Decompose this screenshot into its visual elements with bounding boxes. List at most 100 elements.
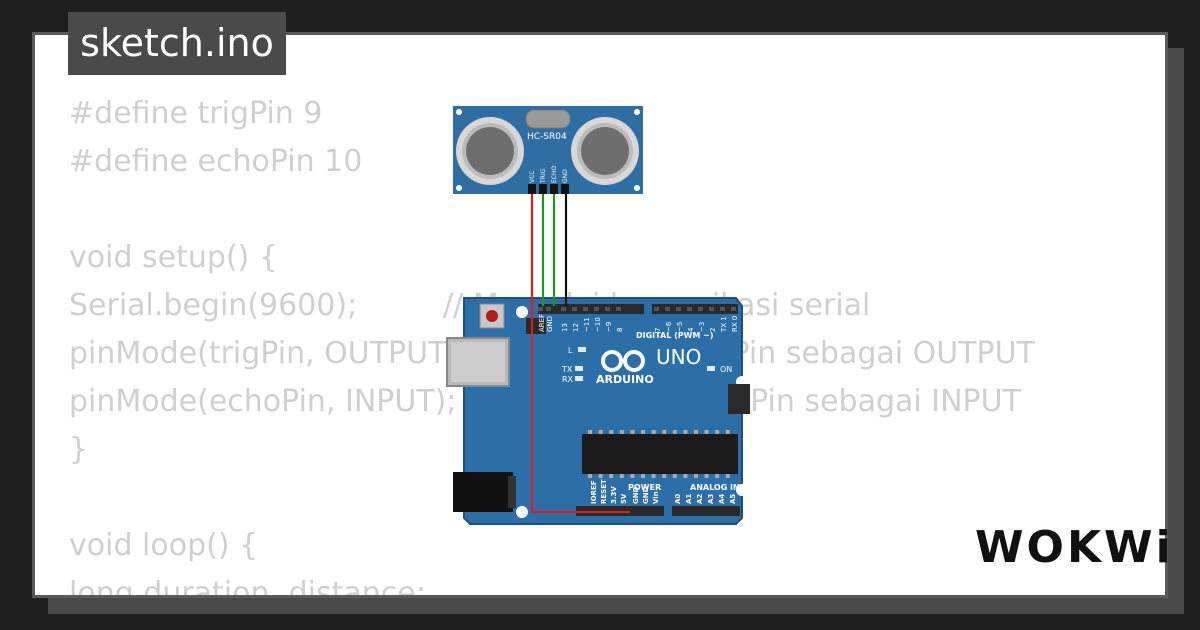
pin-label-gnd: GND — [546, 316, 554, 332]
chip-pin — [619, 430, 624, 434]
pin-label-6: ~6 — [665, 321, 673, 332]
pin-label-aref: AREF — [538, 314, 546, 332]
power-label: POWER — [628, 483, 661, 492]
header-pin[interactable] — [583, 307, 588, 311]
pin-label-9: ~9 — [605, 322, 613, 332]
chip-pin — [630, 430, 635, 434]
code-line: long duration, distance; — [69, 576, 426, 598]
chip-pin — [725, 474, 730, 478]
digital-header-right — [652, 304, 738, 314]
power-pin-label: GND — [632, 486, 640, 504]
wires[interactable] — [530, 194, 630, 514]
chip-pin — [704, 430, 709, 434]
pin-label-7: 7 — [654, 328, 662, 332]
chip-pin — [588, 430, 592, 434]
analog-pin-label: A3 — [707, 494, 715, 504]
header-pin[interactable] — [546, 307, 551, 311]
chip-pin — [609, 430, 614, 434]
pin-label-rx0: RX 0 — [731, 316, 739, 332]
pin-label-10: ~10 — [594, 317, 602, 332]
chip-pin — [683, 474, 688, 478]
chip-pin — [683, 430, 688, 434]
header-pin[interactable] — [709, 307, 714, 311]
header-pin[interactable] — [561, 307, 566, 311]
power-pin-label: 5V — [620, 493, 628, 504]
pin-label-4: 4 — [687, 327, 695, 332]
sensor-model: HC-SR04 — [527, 132, 567, 142]
power-pin-label: RESET — [600, 479, 608, 504]
pin-label-13: 13 — [561, 323, 569, 332]
analog-pin-label: A5 — [729, 494, 737, 504]
pin-label-11: ~11 — [583, 317, 591, 332]
digital-header-left — [538, 304, 644, 314]
code-line: void setup() { — [69, 240, 278, 275]
power-pin-label: GND — [642, 486, 650, 504]
header-pin[interactable] — [676, 307, 681, 311]
chip-pin — [704, 474, 709, 478]
chip-pin — [725, 430, 730, 434]
pin-label-2: 2 — [709, 328, 717, 332]
code-line: #define echoPin 10 — [69, 144, 363, 179]
chip-pin — [598, 430, 603, 434]
analog-pin-label: A2 — [696, 494, 704, 504]
file-tab[interactable]: sketch.ino — [68, 12, 286, 75]
power-jack — [453, 472, 513, 512]
analog-header — [672, 506, 740, 516]
code-line: #define trigPin 9 — [69, 96, 323, 131]
chip-pin — [641, 474, 645, 478]
analog-pin-label: A0 — [674, 494, 682, 504]
pin-label-12: 12 — [572, 323, 580, 332]
chip-pin — [588, 474, 592, 478]
microcontroller-chip — [582, 434, 738, 474]
sensor-pin-trig — [539, 184, 547, 194]
chip-pin — [662, 430, 667, 434]
chip-pin — [694, 430, 698, 434]
power-pin-label: IOREF — [590, 480, 598, 504]
header-pin[interactable] — [687, 307, 692, 311]
chip-pin — [715, 474, 720, 478]
sensor-pin-gnd — [561, 184, 569, 194]
chip-pin — [651, 430, 656, 434]
chip-pin — [672, 474, 677, 478]
led-label-rx: RX — [562, 375, 574, 384]
sensor-pin-label: TRIG — [540, 168, 547, 184]
header-pin[interactable] — [698, 307, 703, 311]
header-pin[interactable] — [720, 307, 725, 311]
chip-pin — [609, 474, 614, 478]
chip-pin — [662, 474, 667, 478]
arduino-board[interactable]: DIGITAL (PWM ~) UNO ARDUINO POWER ANALOG… — [446, 297, 750, 525]
wokwi-logo: WOKWi — [975, 522, 1174, 573]
led-label-tx: TX — [561, 365, 573, 374]
power-pin-label: Vin — [652, 491, 660, 504]
chip-pin — [672, 430, 677, 434]
pin-label-tx1: TX 1 — [720, 316, 728, 333]
header-pin[interactable] — [572, 307, 577, 311]
chip-pin — [715, 430, 720, 434]
header-pin[interactable] — [605, 307, 610, 311]
sensor-pin-label: ECHO — [551, 166, 558, 183]
header-pin[interactable] — [731, 307, 736, 311]
analog-pin-label: A4 — [718, 494, 726, 504]
sensor-pin-vcc — [528, 184, 536, 194]
chip-pin — [651, 474, 656, 478]
led-label-on: ON — [720, 365, 732, 374]
led-label-l: L — [568, 346, 573, 355]
code-line: void loop() { — [69, 528, 259, 563]
sensor-pin-label: VCC — [529, 171, 536, 183]
board-brand: ARDUINO — [596, 373, 654, 386]
header-pin[interactable] — [594, 307, 599, 311]
analog-pin-label: A1 — [685, 494, 693, 504]
wire-vcc — [530, 194, 630, 514]
header-pin[interactable] — [654, 307, 659, 311]
chip-pin — [598, 474, 603, 478]
chip-pin — [630, 474, 635, 478]
header-pin[interactable] — [665, 307, 670, 311]
header-pin[interactable] — [616, 307, 621, 311]
header-pin[interactable] — [538, 307, 543, 311]
chip-pin — [694, 474, 698, 478]
analog-label: ANALOG IN — [690, 483, 740, 492]
pin-label-5: ~5 — [676, 322, 684, 332]
pin-label-8: 8 — [616, 328, 624, 332]
